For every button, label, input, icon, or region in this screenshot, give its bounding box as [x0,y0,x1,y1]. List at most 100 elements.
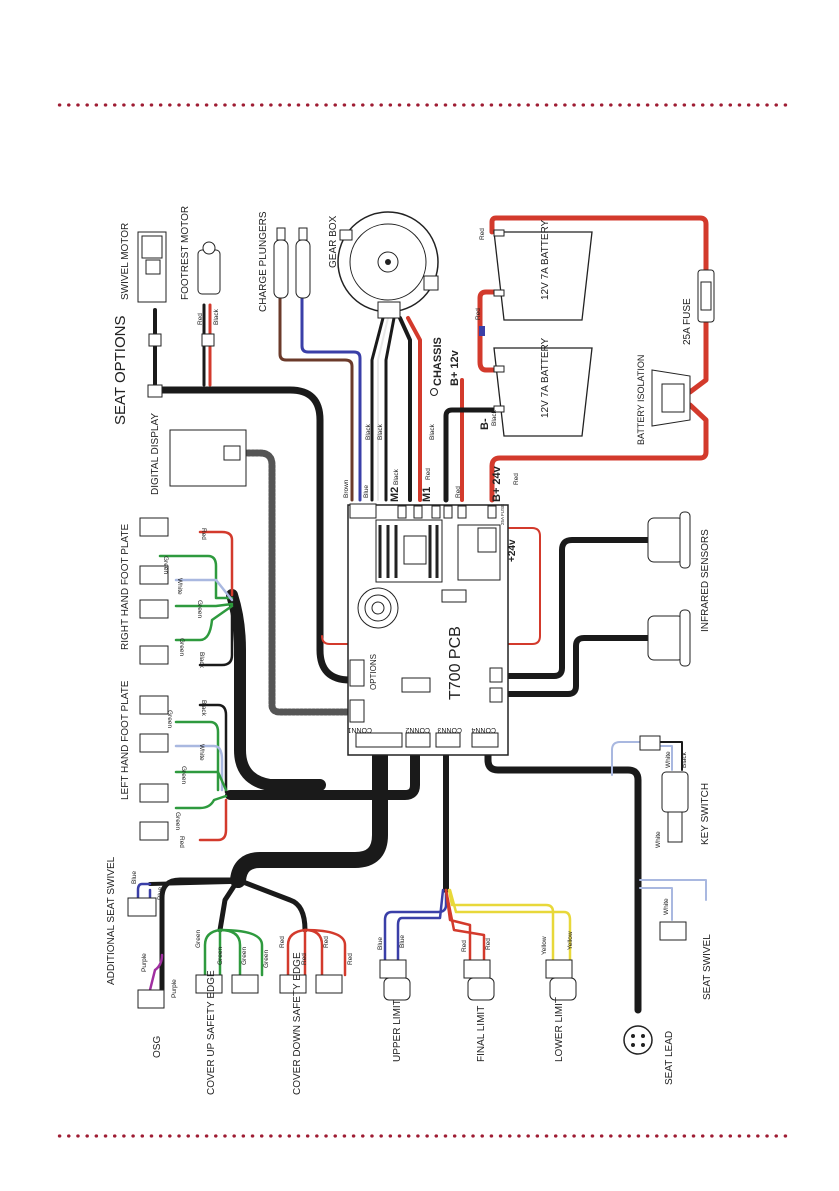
wire-label-red-4: Red [513,473,520,485]
wires [136,215,709,1014]
battery-top-label: 12V 7A BATTERY [540,219,551,300]
top-dotted-divider [55,103,790,107]
wire-label-cu-green-1: Green [195,930,202,948]
upper-limit-switch: UPPER LIMIT [379,959,411,1062]
key-switch: KEY SWITCH [639,735,711,845]
conn4-port [471,732,499,748]
bottom-dotted-divider [55,1134,790,1138]
wire-label-brown: Brown [343,479,350,498]
wire-label-red-3: Red [455,486,462,498]
wire-label-lh-white: White [198,744,205,761]
pcb-buzzer [357,587,399,629]
wire-label-ll-yellow-1: Yellow [541,936,548,955]
conn3-port [435,732,461,748]
wire-label-red-footrest: Red [197,313,204,325]
seat-lead-label: SEAT LEAD [664,1031,675,1085]
infrared-port-bottom [489,687,503,703]
conn2-port [405,732,431,748]
options-port-label: OPTIONS [369,654,378,690]
wire-label-lh-red: Red [178,836,185,848]
digital-display-label: DIGITAL DISPLAY [150,413,161,495]
black-lh-wire [198,703,228,794]
wire-label-cu-green-3: Green [241,947,248,965]
purple-osg-wire [148,953,164,992]
display-ribbon-cable [236,449,356,716]
yellow-lower-limit-wire-2 [448,888,572,962]
conn2-label: CONN2 [405,726,430,733]
m1-terminal [397,505,407,519]
red-lh-wire [198,798,228,842]
green-cover-up-wire-1 [203,928,222,977]
wire-label-ul-blue-1: Blue [377,937,384,950]
lower-limit-switch: LOWER LIMIT [545,959,577,1062]
black-m2-wire-c [384,316,396,502]
t700-pcb: T700 PCB OPTIONS CONN1 CONN2 CONN3 CONN4… [347,503,518,756]
cover-up-branch [217,877,241,933]
wire-label-rh-green-2: Green [196,600,203,618]
wire-label-cu-green-2: Green [217,947,224,965]
white-seat-swivel-wire-2 [639,887,673,921]
wire-label-cd-red-3: Red [323,936,330,948]
wire-label-key-white-2: White [665,751,672,768]
wire-label-black-gear-1: Black [365,423,372,440]
left-hand-foot-plate-switches [139,695,169,841]
options-port [349,659,365,687]
red-final-limit-wire-2 [444,888,486,962]
bminus-terminal-label: B- [479,418,491,430]
b12-terminal [457,505,467,519]
b24-terminal-label: B+ 24v [491,465,503,502]
red-24v-loop-wire [321,527,541,645]
conn4-seat-lead-cable [484,741,642,1014]
pcb-supply-label: +24v [507,539,518,562]
black-key-switch-wire [659,741,683,771]
green-rh-wire-2 [174,602,234,608]
green-cover-up-wire-4 [218,928,264,977]
fuse-25a: 25A FUSE [682,269,715,345]
osg-label: OSG [152,1036,163,1058]
pcb-title: T700 PCB [447,626,464,700]
final-limit-switch: FINAL LIMIT [463,959,495,1062]
wire-label-rh-white: White [176,578,183,595]
wire-label-fl-red-2: Red [485,938,492,950]
wire-label-swivel-blue-1: Blue [131,871,138,884]
wire-label-swivel-white: White [663,898,670,915]
wire-label-osg-purple-1: Purple [141,953,148,972]
wire-label-key-white-1: White [655,831,662,848]
red-fuse-to-isolation-wire [687,319,709,395]
charge-plungers: CHARGE PLUNGERS [258,211,311,312]
conn3-label: CONN3 [437,726,462,733]
m2-connector [349,503,377,519]
infrared-sensors-label: INFRARED SENSORS [700,529,711,632]
right-hand-foot-plate-switches [139,517,169,665]
black-rh-wire [198,608,234,667]
wire-label-osg-purple-2: Purple [171,979,178,998]
wire-label-red-1: Red [479,228,486,240]
black-bminus-wire [443,407,497,503]
right-hand-foot-plate-label: RIGHT HAND FOOT PLATE [120,524,131,650]
additional-seat-swivel-label: ADDITIONAL SEAT SWIVEL [106,856,117,985]
wire-label-blue-plunger: Blue [363,485,370,498]
seat-swivel-label: SEAT SWIVEL [702,934,713,1000]
seat-lead-connector: SEAT LEAD [623,1025,675,1085]
wire-label-ul-blue-2: Blue [399,935,406,948]
black-infrared-top-cable [491,537,651,679]
wire-label-rh-red: Red [200,528,207,540]
final-limit-label: FINAL LIMIT [476,1006,487,1062]
swivel-motor: SWIVEL MOTOR [120,223,167,303]
battery-isolation-switch: BATTERY ISOLATION [636,355,691,445]
battery-bottom: 12V 7A BATTERY [493,337,593,437]
red-cover-down-wire-1 [286,928,307,977]
pcb-top-terminals [349,503,497,519]
upper-limit-label: UPPER LIMIT [392,999,403,1062]
cover-up-safety-edge-switches [195,974,259,994]
seat-options-label: SEAT OPTIONS [112,316,129,425]
footrest-connector [201,333,215,347]
wire-label-red-2: Red [475,308,482,320]
green-lh-wire-2 [174,770,228,792]
pcb-relay [403,535,427,565]
wire-label-cd-red-4: Red [347,953,354,965]
wire-label-cu-green-4: Green [263,950,270,968]
blue-upper-limit-wire-2 [396,888,445,962]
wire-label-lh-green-2: Green [180,766,187,784]
